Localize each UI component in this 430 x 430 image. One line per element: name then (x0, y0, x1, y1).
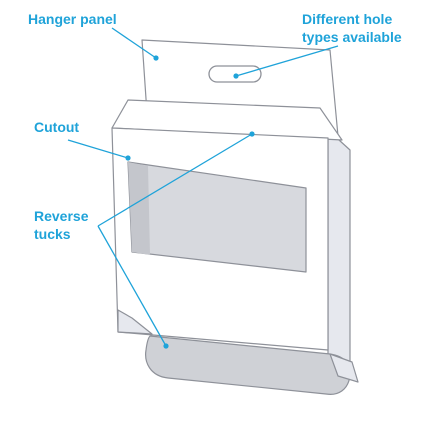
label-cutout: Cutout (34, 118, 79, 136)
window-inner-shadow (128, 162, 150, 255)
label-hole-types-line2: types available (302, 29, 402, 45)
box-top-flap (111, 99, 343, 141)
label-cutout-text: Cutout (34, 119, 80, 135)
leader-reverse-tucks-bottom (97, 225, 167, 347)
leader-cutout (67, 139, 129, 159)
left-tuck-side-flap (117, 309, 153, 335)
leader-reverse-tucks-top (97, 133, 253, 227)
box-side-panel (327, 129, 351, 363)
label-reverse-tucks-line1: Reverse (34, 208, 89, 224)
leader-dot-reverse-tucks-bottom (163, 343, 169, 349)
leader-hanger-panel (111, 27, 157, 59)
label-hanger-panel-text: Hanger panel (28, 11, 117, 27)
label-hanger-panel: Hanger panel (28, 10, 117, 28)
label-reverse-tucks: Reverse tucks (34, 207, 89, 243)
label-reverse-tucks-line2: tucks (34, 226, 71, 242)
leader-dot-cutout (125, 155, 131, 161)
leader-dot-hanger-panel (153, 55, 159, 61)
label-hole-types-line1: Different hole (302, 11, 393, 27)
leader-dot-reverse-tucks-top (249, 131, 255, 137)
leader-hole-types (235, 45, 339, 77)
label-hole-types: Different hole types available (302, 10, 402, 46)
leader-dot-hole-types (233, 73, 239, 79)
right-tuck-side-flap (329, 353, 359, 383)
